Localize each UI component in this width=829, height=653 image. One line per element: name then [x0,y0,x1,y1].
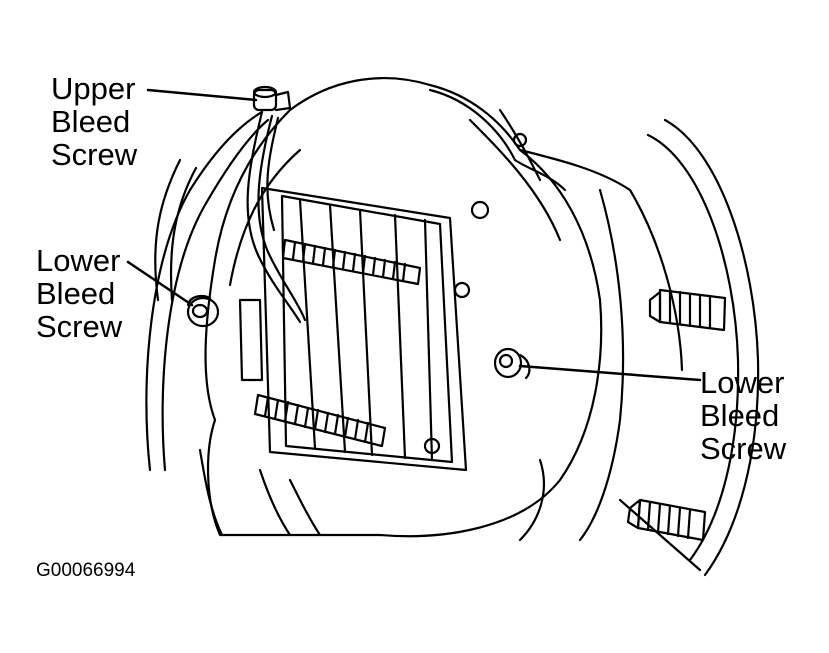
callout-upper-line-2: Bleed [51,104,131,139]
leader-lower-left [126,260,194,307]
figure-id: G00066994 [36,560,136,581]
callout-lower-right-bleed-screw: Lower Bleed Screw [700,366,786,465]
callout-upper-line-1: Upper [51,71,136,106]
guide-pin-lower [253,393,387,448]
leader-lower-right [518,364,702,382]
brake-pads [238,186,468,472]
callout-lower-right-line-2: Bleed [700,398,780,433]
callout-upper-line-3: Screw [51,137,138,172]
guide-pin-upper [281,238,422,286]
rotor-and-hub [578,118,760,577]
upper-bleed-screw [252,85,292,112]
callout-upper-bleed-screw: Upper Bleed Screw [51,72,137,171]
leader-upper [146,88,258,102]
lower-bleed-screw-left [186,294,220,328]
callout-lower-left-line-2: Bleed [36,276,116,311]
callout-lower-left-line-3: Screw [36,309,123,344]
lower-bleed-screw-right [493,347,531,380]
callout-lower-left-line-1: Lower [36,243,121,278]
brake-hose-lines [145,110,307,472]
wheel-stud-upper [648,288,727,332]
callout-lower-right-line-1: Lower [700,365,785,400]
caliper-housing [198,77,632,542]
callout-lower-right-line-3: Screw [700,431,787,466]
wheel-stud-lower [626,498,707,542]
leader-lines [126,88,702,382]
callout-lower-left-bleed-screw: Lower Bleed Screw [36,244,122,343]
